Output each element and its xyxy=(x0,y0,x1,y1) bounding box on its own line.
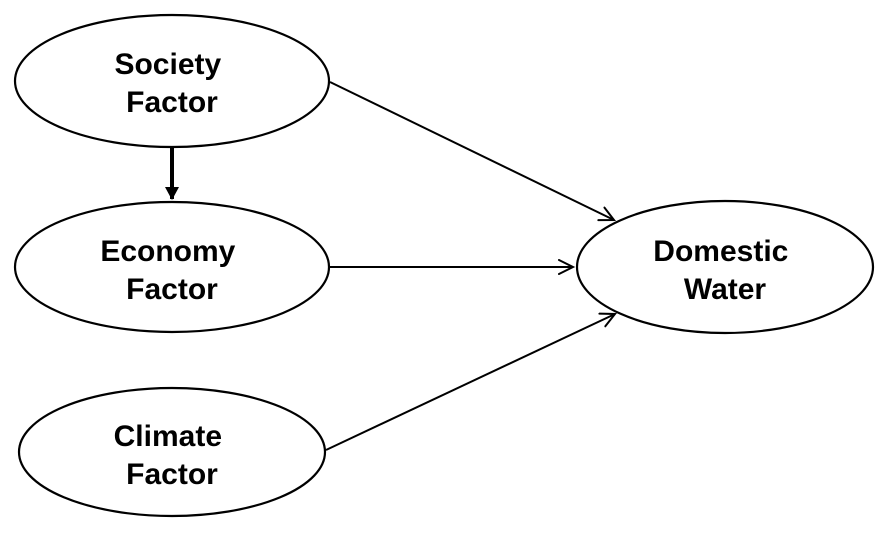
edge-society-to-domestic-water xyxy=(329,81,617,222)
domestic-water-label: Domestic Water xyxy=(653,235,796,306)
edge-climate-to-domestic-water xyxy=(325,312,618,451)
node-society-factor: Society Factor xyxy=(13,13,331,149)
node-domestic-water: Domestic Water xyxy=(575,199,875,335)
node-climate-factor: Climate Factor xyxy=(17,386,327,518)
node-economy-factor: Economy Factor xyxy=(13,200,331,334)
climate-factor-ellipse xyxy=(17,386,327,518)
society-factor-label: Society Factor xyxy=(114,48,229,119)
climate-factor-label: Climate Factor xyxy=(114,420,231,491)
domestic-water-ellipse xyxy=(575,199,875,335)
edges xyxy=(165,81,618,451)
economy-factor-label: Economy Factor xyxy=(100,235,243,306)
society-factor-ellipse xyxy=(13,13,331,149)
economy-factor-ellipse xyxy=(13,200,331,334)
